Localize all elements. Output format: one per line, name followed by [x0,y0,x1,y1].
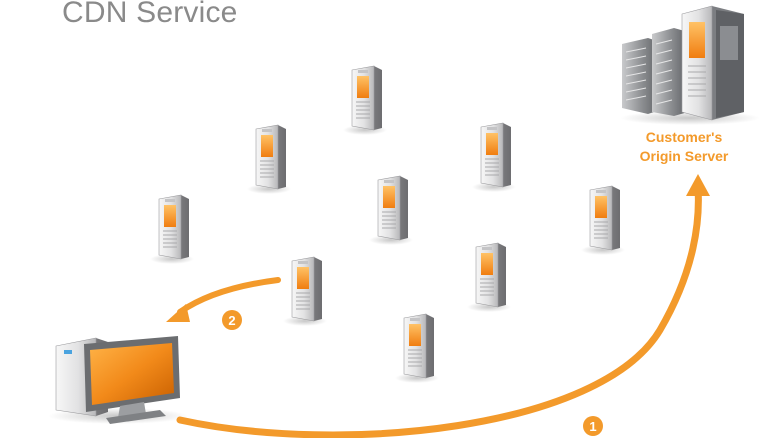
edge-server-icon [247,125,291,194]
edge-server-icon [472,123,516,192]
edge-server-icon [581,186,625,255]
step-2-label: 2 [228,313,235,328]
edge-server-icon [467,243,511,312]
edge-server-icon [150,195,194,264]
request-arrow [180,174,710,435]
edge-server-icon [395,314,439,383]
edge-server-icon [283,257,327,326]
origin-server-label: Customer's Origin Server [624,128,744,166]
client-computer-icon [48,336,188,424]
origin-server-icon [620,6,760,125]
step-2-badge: 2 [222,310,242,330]
origin-label-line1: Customer's [624,128,744,147]
origin-label-line2: Origin Server [624,147,744,166]
arrow-head-icon [166,304,190,322]
step-1-badge: 1 [583,416,603,436]
response-arrow [166,280,278,322]
edge-server-icon [343,66,387,135]
edge-server-icon [369,176,413,245]
step-1-label: 1 [589,419,596,434]
arrow-head-icon [686,174,710,196]
